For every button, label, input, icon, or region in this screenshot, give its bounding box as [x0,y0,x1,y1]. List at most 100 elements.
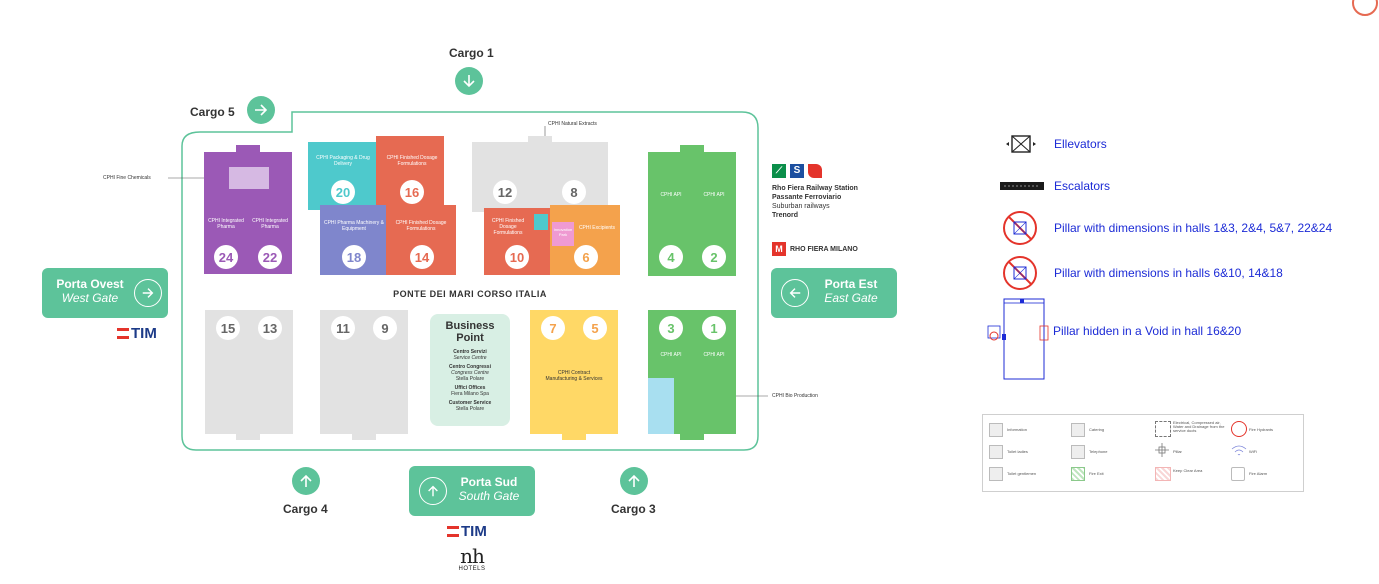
pillar-void-icon [987,298,1049,380]
hall-5-number: 5 [583,316,607,340]
nh-logo-sub: HOTELS [458,566,486,572]
hall-14-number: 14 [410,245,434,269]
toilet-ladies-icon [989,445,1003,459]
hall-20-label: CPHI Packaging & Drug Delivery [316,155,370,167]
fire-hydrant-icon [1231,421,1247,437]
legend-wifi: WiFi [1249,449,1257,454]
cargo-1-arrow-down-icon[interactable] [455,67,483,95]
hall-16-number: 16 [400,180,424,204]
hall-24-22-tab [236,145,260,155]
hall-4-number: 4 [659,245,683,269]
legend-fire-exit: Fire Exit [1089,471,1104,476]
hall-9-number: 9 [373,316,397,340]
hall-12-8[interactable] [472,142,608,212]
legend-telephone: Telephone [1089,449,1108,454]
hall-15-number: 15 [216,316,240,340]
cargo-5-label: Cargo 5 [190,105,235,119]
legend-escalators-label: Escalators [1054,179,1111,193]
legend-elevators-label: Ellevators [1054,137,1107,151]
metro-label: RHO FIERA MILANO [790,245,858,253]
corridor-label: PONTE DEI MARI CORSO ITALIA [393,289,547,299]
legend-catering: Catering [1089,427,1105,432]
legend-pillar-3-label: Pillar hidden in a Void in hall 16&20 [1053,324,1242,338]
suburban-s-icon: S [790,164,804,178]
gate-east[interactable]: Porta Est East Gate [771,268,897,318]
callout-fine-chemicals: CPHI Fine Chemicals [103,175,151,181]
metro-stop: M RHO FIERA MILANO [772,242,858,256]
fine-chemicals-area[interactable] [229,167,269,189]
hall-10-number: 10 [505,245,529,269]
electrical-ducts-icon [1155,421,1171,437]
nh-hotels-logo: NH HOTELS [452,546,492,572]
railway-line: Suburban railways [772,203,830,210]
hall-16-label: CPHI Finished Dosage Formulations [386,155,438,167]
callout-bio-production: CPHI Bio Production [772,393,818,399]
tim-logo-icon [447,526,459,537]
bp-line: Uffici Offices [454,385,486,391]
gate-east-title: Porta Est [824,277,878,291]
hall-18-number: 18 [342,245,366,269]
hall-20-number: 20 [331,180,355,204]
trenitalia-icon: ⟋ [772,164,786,178]
gate-west[interactable]: Porta Ovest West Gate [42,268,168,318]
hall-7-number: 7 [541,316,565,340]
railway-icons: ⟋ S [772,164,822,178]
arrow-left-icon [781,279,809,307]
business-point-title: Business Point [445,320,495,344]
pillar-dimension-icon [1003,211,1037,245]
railway-line: Trenord [772,212,799,219]
hall-22-number: 22 [258,245,282,269]
legend-electrical: Electrical, Compressed air, Water and Dr… [1173,420,1225,433]
cargo-4-arrow-up-icon[interactable] [292,467,320,495]
hall-11-9-tab [352,430,376,440]
legend-pillar-1: Pillar with dimensions in halls 1&3, 2&4… [1000,210,1332,246]
tim-logo-south: TIM [447,523,487,540]
bp-line: Stella Polare [455,406,485,412]
legend-pillar: Pillar [1173,449,1182,454]
bp-line: Congress Centre [451,370,489,376]
gate-south[interactable]: Porta Sud South Gate [409,466,535,516]
bp-line: Centro Congressi [449,364,491,370]
hall-3-1-tab [680,430,704,440]
hall-2-number: 2 [702,245,726,269]
hall-12-8-tab [528,136,552,144]
innovation-park-area[interactable] [552,222,574,246]
cargo-5-arrow-right-icon[interactable] [247,96,275,124]
tim-logo-text: TIM [131,325,157,342]
hall-7-5-tab [562,430,586,440]
hall-12-number: 12 [493,180,517,204]
elevator-icon [1006,135,1036,153]
hall-2-label: CPHI API [703,192,725,198]
gate-east-subtitle: East Gate [824,291,878,305]
bp-line: Stella Polare [455,376,485,382]
escalator-icon [1000,182,1044,190]
hall-6-number: 6 [574,245,598,269]
hall-14-label: CPHI Finished Dosage Formulations [395,220,447,232]
bp-line: Centro Servizi [453,349,487,355]
legend-escalators: Escalators [1000,179,1110,193]
railway-text: Rho Fiera Railway Station Passante Ferro… [772,184,858,220]
hall-11-number: 11 [331,316,355,340]
metro-icon: M [772,242,786,256]
gate-west-subtitle: West Gate [61,291,119,305]
legend-pillar-3: Pillar hidden in a Void in hall 16&20 [986,296,1241,386]
cargo-3-arrow-up-icon[interactable] [620,467,648,495]
fire-exit-icon [1071,467,1085,481]
hall-1-number: 1 [702,316,726,340]
trenord-icon [808,164,822,178]
innovation-park-label: Innovation Park [553,227,573,237]
gate-south-subtitle: South Gate [458,489,520,503]
bio-production-area[interactable] [648,378,674,434]
bp-line: Service Centre [453,355,487,361]
cargo-3-label: Cargo 3 [611,502,656,516]
information-icon [989,423,1003,437]
legend-pillar-1-label: Pillar with dimensions in halls 1&3, 2&4… [1054,221,1333,235]
hall-4-label: CPHI API [660,192,682,198]
legend-fire-hydrants: Fire Hydrants [1249,427,1274,432]
business-point[interactable]: Business Point Centro Servizi Service Ce… [430,314,510,426]
hall-3-number: 3 [659,316,683,340]
callout-natural-extracts: CPHI Natural Extracts [548,121,597,127]
hall-24-label: CPHI Integrated Pharma [208,218,244,230]
hall-10-label: CPHI Finished Dosage Formulations [491,218,525,236]
